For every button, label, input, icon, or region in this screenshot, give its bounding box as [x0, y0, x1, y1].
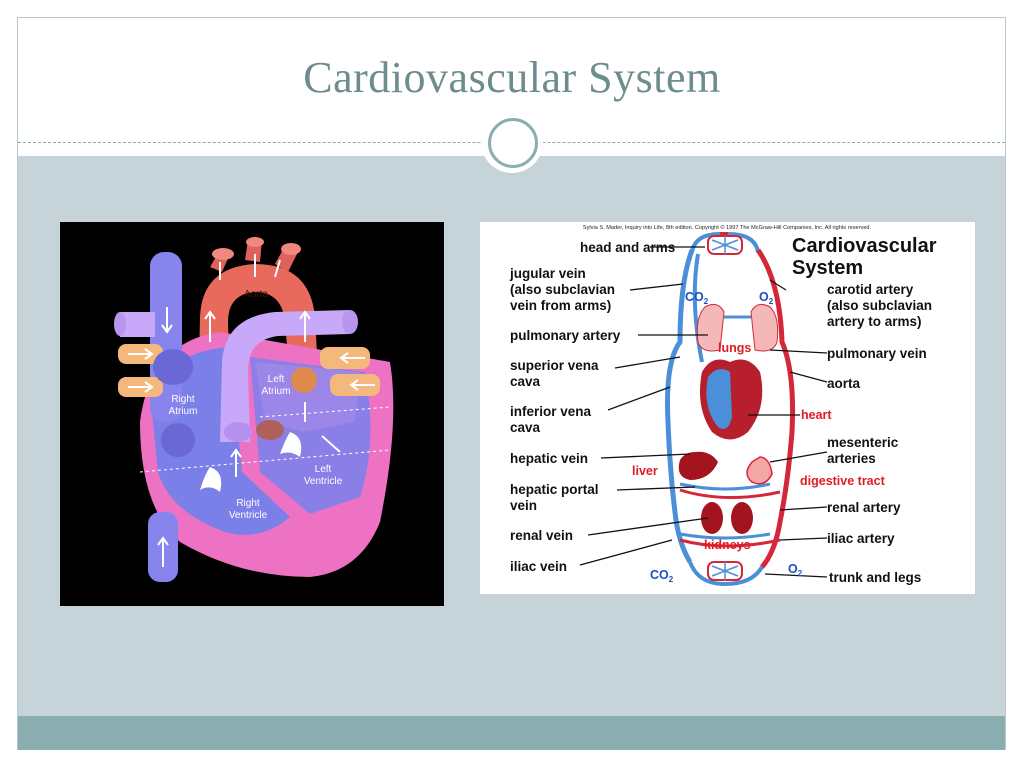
label-mesenteric-2: arteries	[827, 451, 876, 466]
heart-diagram: Aorta Left Atrium Right Atrium Left Vent…	[60, 222, 444, 606]
label-co2-top: CO2	[685, 290, 709, 306]
label-kidneys: kidneys	[704, 538, 751, 552]
ivc-opening	[161, 423, 195, 457]
label-lungs: lungs	[718, 341, 751, 355]
label-co2-bottom: CO2	[650, 568, 674, 584]
pulmonary-artery	[220, 310, 350, 442]
label-digestive-tract: digestive tract	[800, 474, 886, 488]
pulmonary-artery-left-opening	[114, 312, 126, 336]
label-trunk-legs: trunk and legs	[829, 570, 921, 585]
left-labels: head and arms jugular vein (also subclav…	[509, 240, 675, 574]
label-o2-top: O2	[759, 290, 774, 306]
label-left-atrium-1: Left	[268, 374, 285, 385]
label-aorta: Aorta	[244, 289, 268, 300]
label-pulmonary-artery: pulmonary artery	[510, 328, 621, 343]
label-ivc-1: inferior vena	[510, 404, 592, 419]
label-left-ventricle-2: Ventricle	[304, 476, 343, 487]
aorta-branch-3-opening	[281, 243, 301, 255]
label-liver: liver	[632, 464, 658, 478]
circulation-diagram-svg: Sylvia S. Mader, Inquiry into Life, 8th …	[509, 224, 937, 587]
circulation-diagram: Sylvia S. Mader, Inquiry into Life, 8th …	[480, 222, 975, 594]
label-carotid-2: (also subclavian	[827, 298, 932, 313]
left-atrium-opening	[291, 367, 317, 393]
label-right-ventricle-1: Right	[236, 498, 260, 509]
organ-labels: lungs heart liver digestive tract kidney…	[632, 341, 886, 552]
capillary-bed-legs	[688, 561, 764, 587]
credit-text: Sylvia S. Mader, Inquiry into Life, 8th …	[583, 224, 872, 231]
label-left-ventricle-1: Left	[315, 464, 332, 475]
label-iliac-vein: iliac vein	[510, 559, 567, 574]
connector-veins	[679, 482, 771, 540]
section-line-2	[259, 406, 391, 418]
label-jugular-2: (also subclavian	[510, 282, 615, 297]
label-right-ventricle-2: Ventricle	[229, 510, 268, 521]
heart-diagram-svg: Aorta Left Atrium Right Atrium Left Vent…	[114, 237, 394, 582]
kidney-left	[701, 502, 723, 534]
venous-trunk	[665, 249, 695, 564]
right-atrium-opening	[153, 349, 193, 385]
pulmonary-artery-left	[120, 312, 155, 337]
gas-labels: CO2 O2 CO2 O2	[650, 290, 803, 584]
right-labels: carotid artery (also subclavian artery t…	[827, 282, 932, 585]
lungs-organ	[696, 303, 779, 352]
label-ivc-2: cava	[510, 420, 541, 435]
label-iliac-artery: iliac artery	[827, 531, 895, 546]
jugular-branch	[692, 253, 704, 363]
arterial-trunk	[755, 248, 796, 569]
label-svc-1: superior vena	[510, 358, 599, 373]
pulmonary-valve	[224, 422, 252, 442]
label-o2-bottom: O2	[788, 562, 803, 578]
heart-organ	[699, 359, 763, 440]
connector-arteries	[679, 488, 781, 548]
label-hepatic-vein: hepatic vein	[510, 451, 588, 466]
label-jugular-3: vein from arms)	[510, 298, 611, 313]
slide-title: Cardiovascular System	[303, 53, 721, 102]
label-right-atrium-1: Right	[171, 394, 195, 405]
liver-organ	[678, 451, 718, 480]
label-head-arms: head and arms	[580, 240, 675, 255]
mitral-valve	[280, 432, 302, 457]
divider-ornament-ring	[488, 118, 538, 168]
label-carotid-3: artery to arms)	[827, 314, 922, 329]
flow-arrows	[128, 254, 375, 567]
label-aorta: aorta	[827, 376, 861, 391]
pulmonary-artery-opening	[342, 310, 358, 334]
leader-lines	[579, 246, 828, 578]
label-left-atrium-2: Atrium	[262, 386, 291, 397]
aortic-valve	[256, 420, 284, 440]
label-renal-artery: renal artery	[827, 500, 901, 515]
label-heart: heart	[801, 408, 832, 422]
label-pulmonary-vein: pulmonary vein	[827, 346, 927, 361]
kidney-right	[731, 502, 753, 534]
label-right-atrium-2: Atrium	[169, 406, 198, 417]
aorta-branch-1-opening	[212, 248, 234, 260]
tricuspid-valve	[200, 467, 222, 492]
digestive-organ	[746, 456, 773, 485]
label-svc-2: cava	[510, 374, 541, 389]
diagram-title-line2: System	[792, 257, 863, 279]
capillary-bed-head	[690, 232, 760, 255]
label-mesenteric-1: mesenteric	[827, 435, 899, 450]
footer-bar	[18, 716, 1005, 750]
label-jugular-1: jugular vein	[509, 266, 586, 281]
diagram-title-line1: Cardiovascular	[792, 235, 937, 257]
aorta-branch-2-opening	[246, 237, 264, 247]
label-renal-vein: renal vein	[510, 528, 573, 543]
label-carotid-1: carotid artery	[827, 282, 914, 297]
label-hepatic-portal-1: hepatic portal	[510, 482, 599, 497]
label-hepatic-portal-2: vein	[510, 498, 537, 513]
